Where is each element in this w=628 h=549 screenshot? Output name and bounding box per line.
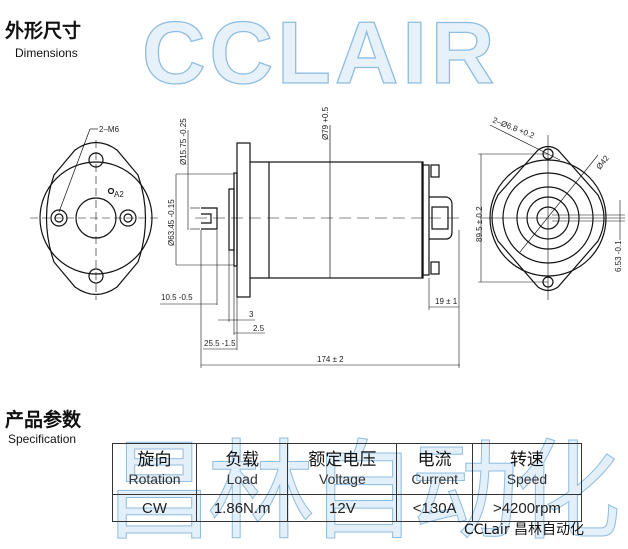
shaft-length-label: 10.5 -0.5 (161, 293, 193, 302)
value-voltage: 12V (287, 494, 398, 522)
dimensions-title: 外形尺寸 (5, 20, 82, 42)
header-cn: 额定电压 (308, 450, 377, 470)
rear-view: 2–Ø6.8 +0.2 Ø42 89.5 ± 0.2 6.53 -0.1 (475, 116, 625, 300)
terminal-label: A2 (114, 190, 124, 199)
flat-dimension-label: 6.53 -0.1 (614, 240, 623, 272)
value-current: <130A (396, 494, 473, 522)
value-speed: >4200rpm (471, 494, 583, 522)
header-en: Rotation (128, 471, 181, 487)
pilot-diameter-label: Ø63.45 -0.15 (167, 199, 176, 246)
hole-spacing-label: 89.5 ± 0.2 (475, 206, 484, 242)
header-en: Speed (506, 471, 548, 487)
terminal-length-label: 19 ± 1 (435, 297, 458, 306)
total-length-label: 174 ± 2 (317, 355, 344, 364)
table-row: CW 1.86N.m 12V <130A >4200rpm (111, 494, 583, 522)
side-view: Ø15.75 -0.25 Ø63.45 -0.15 Ø79 +0.5 10.5 … (160, 106, 460, 368)
header-cn: 旋向 (137, 450, 172, 470)
header-cn: 负载 (225, 450, 260, 470)
header-en: Voltage (319, 471, 366, 487)
value-rotation: CW (111, 494, 198, 522)
dimension-drawing: 2–M6 A2 (30, 106, 625, 368)
dim-25-5-label: 25.5 -1.5 (204, 339, 236, 348)
front-view: 2–M6 A2 (30, 125, 160, 300)
dim-2-5-label: 2.5 (253, 324, 265, 333)
shaft-diameter-label: Ø15.75 -0.25 (179, 118, 188, 165)
spec-subtitle: Specification (8, 432, 77, 446)
header-en: Current (411, 471, 458, 487)
dimensions-subtitle: Dimensions (15, 46, 78, 60)
watermark-brand: CCLair 昌林自动化 (464, 522, 585, 538)
value-load: 1.86N.m (196, 494, 289, 522)
mount-holes-label: 2–M6 (99, 125, 120, 134)
dim-3-label: 3 (249, 310, 254, 319)
header-cn: 转速 (509, 450, 544, 470)
body-diameter-label: Ø79 +0.5 (321, 106, 330, 140)
spec-title: 产品参数 (5, 409, 82, 431)
header-en: Load (226, 471, 258, 487)
header-cn: 电流 (417, 450, 452, 470)
